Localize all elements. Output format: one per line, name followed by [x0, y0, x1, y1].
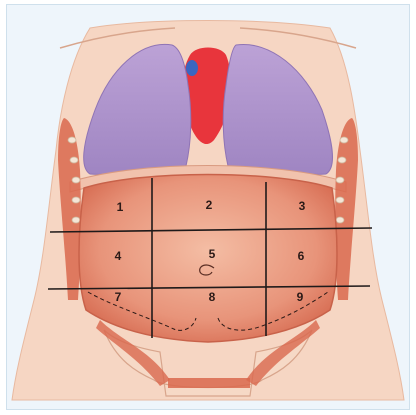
region-label-3: 3	[299, 199, 306, 213]
region-label-1: 1	[117, 200, 124, 214]
region-label-5: 5	[209, 247, 216, 261]
region-label-7: 7	[115, 290, 122, 304]
region-label-6: 6	[298, 249, 305, 263]
region-label-2: 2	[206, 198, 213, 212]
pubic-band	[168, 378, 250, 388]
vessel-blue	[186, 60, 198, 76]
region-label-4: 4	[115, 249, 122, 263]
region-label-8: 8	[209, 290, 216, 304]
region-label-9: 9	[297, 290, 304, 304]
